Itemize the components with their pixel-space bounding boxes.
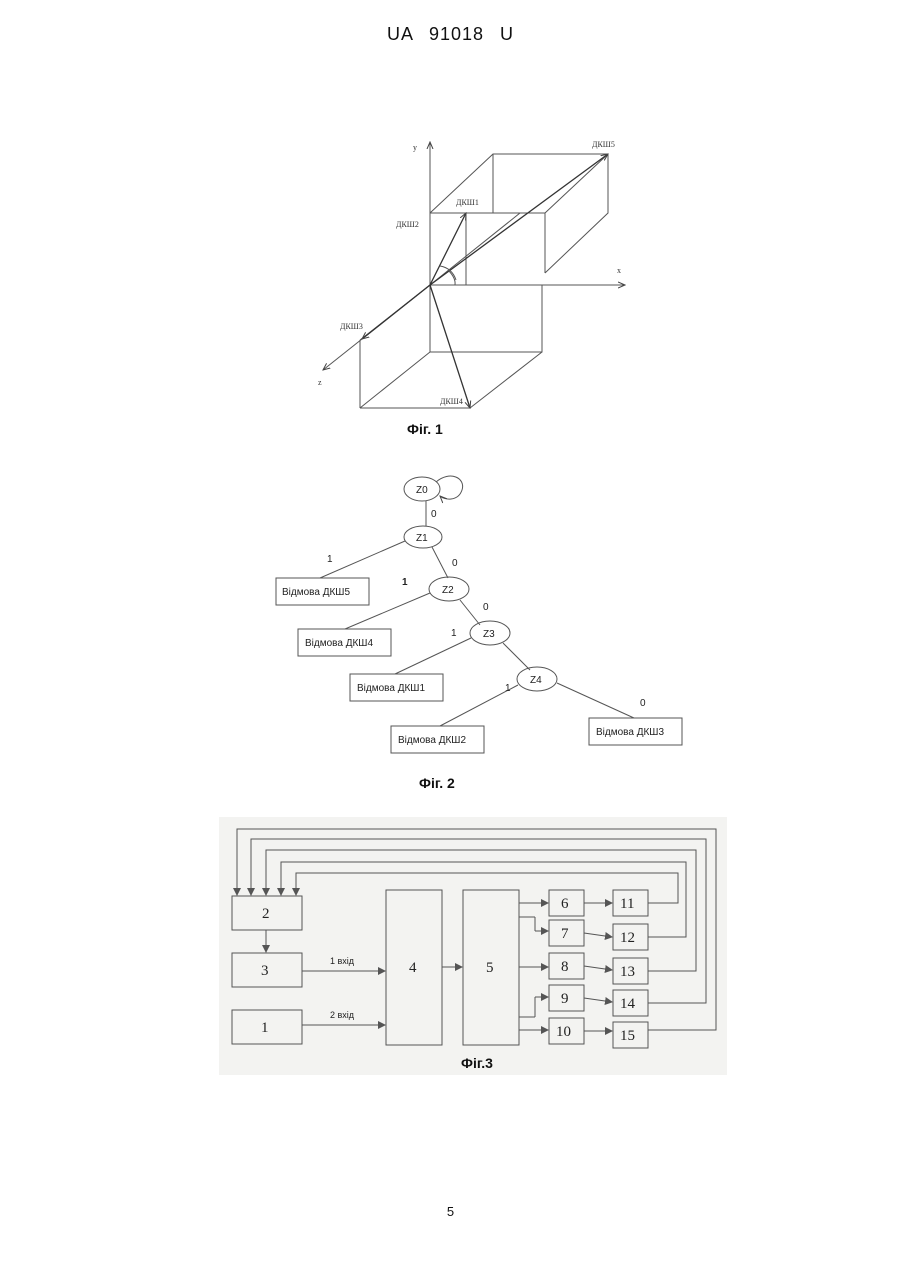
state-z0-label: Z0 [416,485,428,496]
edge-z1-fail: 1 [327,554,333,565]
state-z1-label: Z1 [416,533,428,544]
block-1-label: 1 [261,1020,269,1036]
block-6-label: 6 [561,896,569,912]
edge-z2-z3: 0 [483,602,489,613]
block-5-label: 5 [486,960,494,976]
z-axis-label: z [318,378,322,387]
box-fail-dksh5-label: Відмова ДКШ5 [282,587,350,598]
figure-3-background [219,817,727,1075]
edge-z4-fail-left: 1 [505,683,511,694]
y-axis-label: y [413,143,417,152]
box-fail-dksh1-label: Відмова ДКШ1 [357,683,425,694]
edge-z4-fail-right: 0 [640,698,646,709]
label-dksh2: ДКШ2 [396,220,419,229]
edge-z2-fail: 1 [402,577,408,588]
vector-dksh5 [430,154,608,285]
edge-z1-z2: 0 [452,558,458,569]
box-fail-dksh4-label: Відмова ДКШ4 [305,638,373,649]
label-dksh1: ДКШ1 [456,198,479,207]
block-13-label: 13 [620,964,635,980]
block-10-label: 10 [556,1024,571,1040]
figure-3-block-diagram: 2 3 1 1 вхід 2 вхід 4 5 6 7 8 9 10 [219,817,727,1075]
figure-1-caption: Фіг. 1 [407,421,443,437]
lower-box [430,285,542,352]
block-15-label: 15 [620,1028,635,1044]
block-12-label: 12 [620,930,635,946]
input-1-label: 1 вхід [330,956,355,966]
block-9-label: 9 [561,991,569,1007]
box-fail-dksh3-label: Відмова ДКШ3 [596,727,664,738]
label-dksh4: ДКШ4 [440,397,463,406]
label-dksh3: ДКШ3 [340,322,363,331]
vector-dksh4 [430,285,470,408]
block-4-label: 4 [409,960,417,976]
vector-dksh1 [430,213,466,285]
input-2-label: 2 вхід [330,1010,355,1020]
page-number: 5 [0,1204,901,1219]
block-8-label: 8 [561,959,569,975]
figure-2-caption: Фіг. 2 [419,775,455,791]
x-axis-label: x [617,266,621,275]
block-7-label: 7 [561,926,569,942]
vector-dksh3 [362,285,430,339]
block-14-label: 14 [620,996,636,1012]
figure-2-state-tree: Z0 0 Z1 1 0 Відмова ДКШ5 Z2 1 0 Відмова … [276,476,682,791]
label-dksh5: ДКШ5 [592,140,615,149]
edge-z0-z1: 0 [431,509,437,520]
block-11-label: 11 [620,896,634,912]
block-3-label: 3 [261,963,269,979]
z-axis-back [430,213,520,285]
figure-3-caption: Фіг.3 [461,1055,493,1071]
block-2-label: 2 [262,906,270,922]
state-z4-label: Z4 [530,675,542,686]
edge-z3-fail: 1 [451,628,457,639]
figure-1-vector-diagram: y x z ДКШ1 ДКШ2 ДКШ3 ДКШ4 ДКШ5 Фіг. 1 [318,140,625,437]
state-z2-label: Z2 [442,585,454,596]
box-fail-dksh2-label: Відмова ДКШ2 [398,735,466,746]
state-z3-label: Z3 [483,629,495,640]
